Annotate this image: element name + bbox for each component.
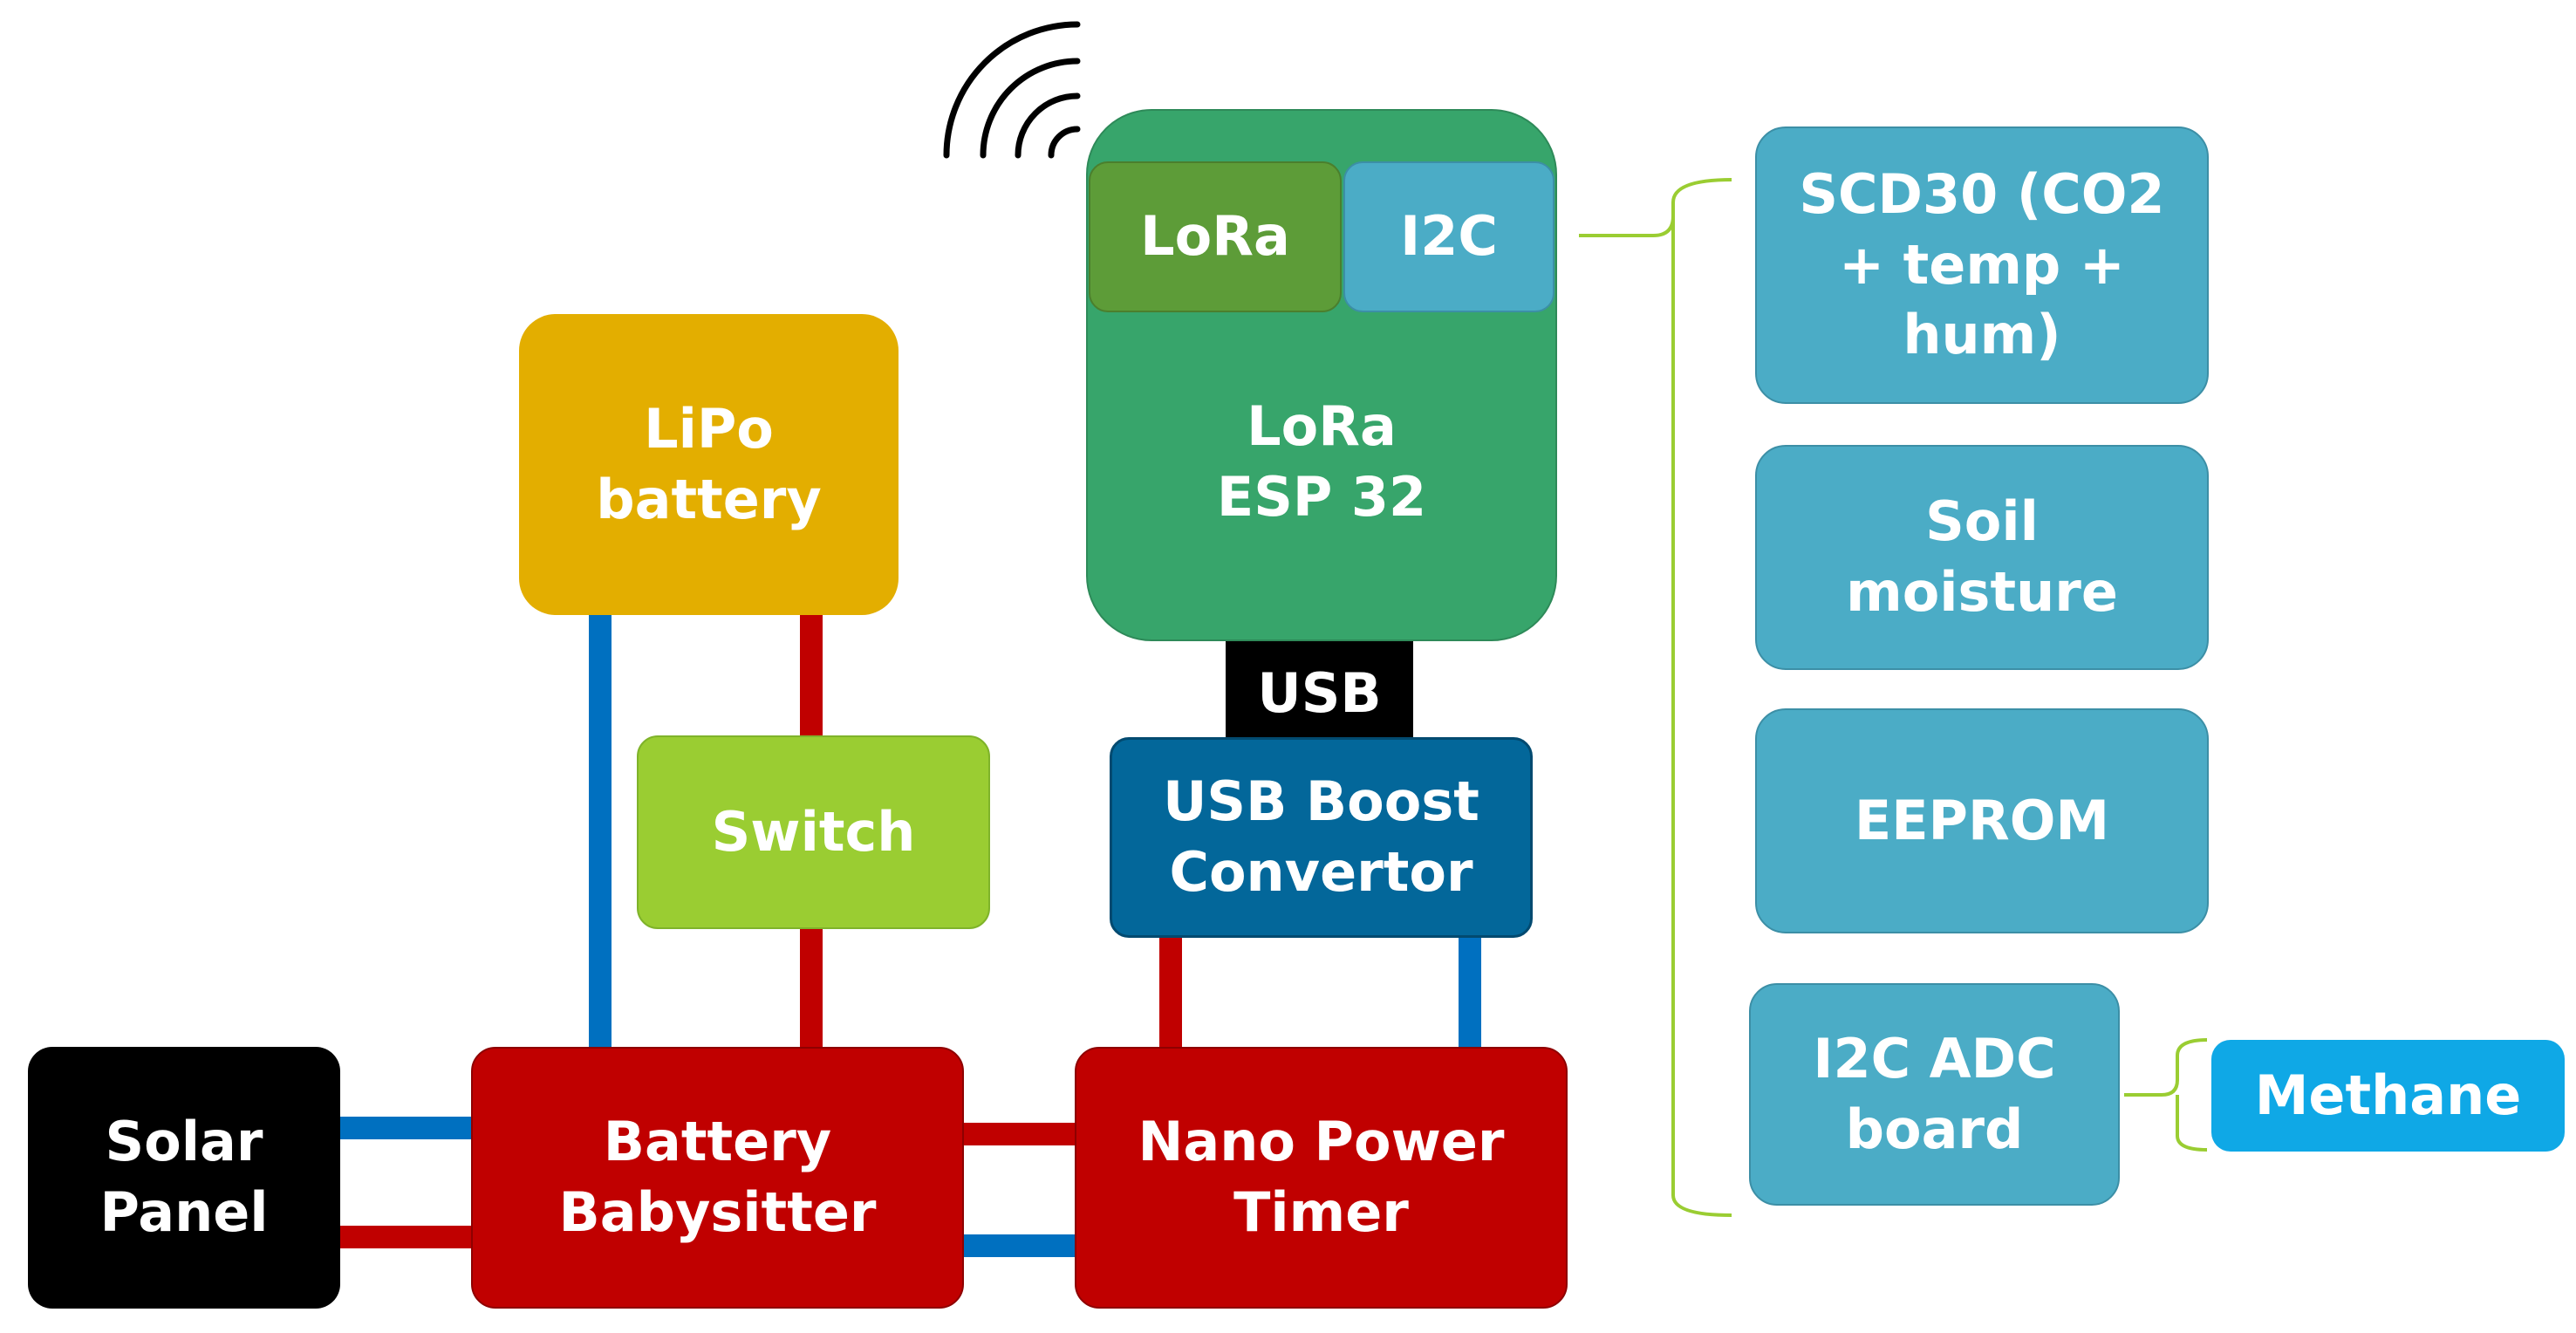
lipo-battery-label-line2: battery — [596, 467, 822, 531]
scd30-sensor-block: SCD30 (CO2 + temp + hum) — [1755, 126, 2209, 404]
i2c-adc-label-line1: I2C ADC — [1813, 1026, 2056, 1090]
lora-module-label: LoRa — [1140, 204, 1290, 269]
i2c-adc-label-line2: board — [1845, 1097, 2024, 1161]
adc-methane-bracket — [2124, 1038, 2208, 1152]
eeprom-block: EEPROM — [1755, 708, 2209, 933]
battery-babysitter-label-line2: Babysitter — [558, 1180, 877, 1244]
i2c-adc-board-block: I2C ADC board — [1749, 983, 2120, 1206]
usb-connector-block: USB — [1226, 641, 1413, 746]
solar-panel-label-line2: Panel — [99, 1180, 269, 1244]
nano-power-timer-block: Nano Power Timer — [1075, 1047, 1568, 1309]
usb-label: USB — [1257, 660, 1382, 725]
lora-esp32-label-line2: ESP 32 — [1216, 465, 1427, 529]
usb-boost-label-line1: USB Boost — [1163, 769, 1479, 834]
i2c-port-block: I2C — [1343, 161, 1554, 312]
nano-power-timer-label-line1: Nano Power — [1138, 1110, 1505, 1174]
soil-moisture-label-line2: moisture — [1846, 560, 2118, 624]
i2c-bus-bracket — [1579, 178, 1732, 1217]
solar-panel-block: Solar Panel — [28, 1047, 340, 1309]
eeprom-label: EEPROM — [1854, 788, 2110, 852]
scd30-label-line1: SCD30 (CO2 — [1799, 162, 2165, 227]
lipo-battery-block: LiPo battery — [519, 314, 899, 615]
nano-power-timer-label-line2: Timer — [1233, 1180, 1409, 1244]
scd30-label-line3: hum) — [1903, 303, 2061, 367]
usb-boost-label-line2: Convertor — [1169, 840, 1473, 904]
wireless-signal-icon — [943, 21, 1081, 159]
usb-boost-convertor-block: USB Boost Convertor — [1110, 737, 1533, 938]
lipo-battery-label-line1: LiPo — [644, 396, 774, 461]
i2c-port-label: I2C — [1400, 204, 1498, 269]
soil-moisture-label-line1: Soil — [1925, 489, 2039, 554]
battery-babysitter-block: Battery Babysitter — [471, 1047, 964, 1309]
lora-module-block: LoRa — [1089, 161, 1342, 312]
methane-sensor-block: Methane — [2211, 1040, 2565, 1152]
battery-babysitter-label-line1: Battery — [603, 1110, 832, 1174]
solar-panel-label-line1: Solar — [105, 1110, 263, 1174]
soil-moisture-sensor-block: Soil moisture — [1755, 445, 2209, 670]
lora-esp32-label-line1: LoRa — [1247, 394, 1397, 459]
methane-label: Methane — [2254, 1063, 2522, 1127]
scd30-label-line2: + temp + — [1839, 232, 2125, 297]
switch-label: Switch — [711, 799, 916, 864]
switch-block: Switch — [637, 735, 990, 929]
